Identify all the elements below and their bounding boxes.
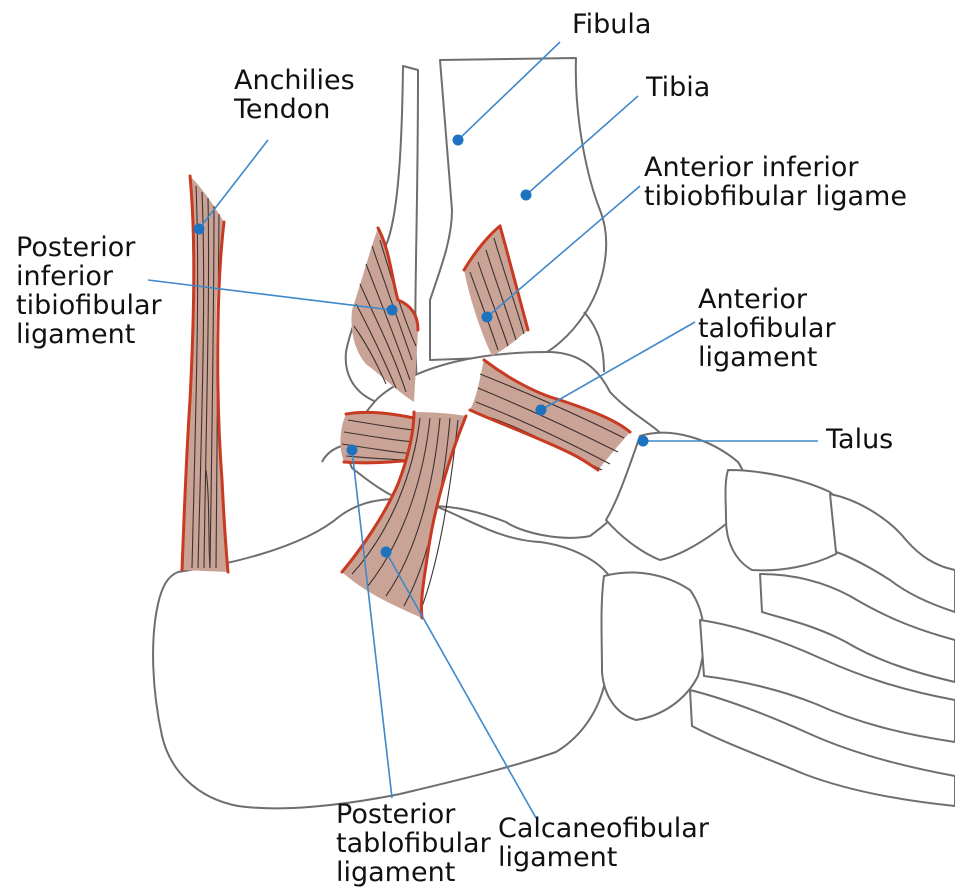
achilles-marker — [194, 224, 205, 235]
anterior-inferior-tibiofibular-label: Anterior inferior tibiobfibular ligame — [644, 153, 955, 211]
tibia-label: Tibia — [646, 73, 710, 102]
ant-talofibular-marker — [536, 405, 547, 416]
posterior-inferior-tibiofibular-label: Posterior inferior tibiofibular ligament — [16, 233, 162, 349]
cuneiform-bone — [726, 470, 846, 570]
calcaneofibular-label: Calcaneofibular ligament — [498, 814, 709, 872]
fibula-marker — [453, 135, 464, 146]
talus-marker — [638, 436, 649, 447]
fibula-label: Fibula — [572, 10, 651, 39]
cuboid-bone — [602, 572, 705, 720]
achilles-tendon — [182, 176, 228, 572]
post-inf-tibiofibular-marker — [387, 305, 398, 316]
tibia-marker — [521, 190, 532, 201]
achilles-tendon-label: Anchilies Tendon — [234, 66, 355, 124]
anterior-talofibular-label: Anterior talofibular ligament — [698, 285, 836, 372]
talus-label: Talus — [826, 425, 893, 454]
post-talofibular-marker — [347, 445, 358, 456]
calcaneofibular-marker — [381, 547, 392, 558]
achilles-leader — [199, 140, 268, 229]
ant-inf-tibiofibular-marker — [482, 312, 493, 323]
posterior-talofibular-label: Posterior tablofibular ligament — [336, 800, 491, 887]
post-inf-tibiofibular-leader — [148, 280, 392, 310]
